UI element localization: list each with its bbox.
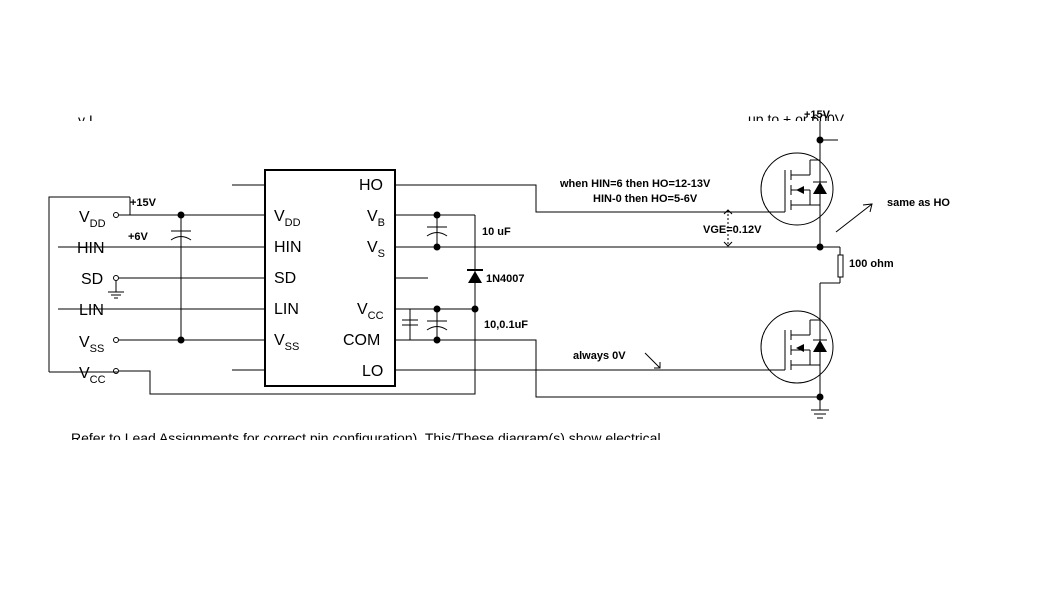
terminal-vss: VSS	[79, 334, 104, 355]
terminal-vcc: VCC	[79, 365, 106, 386]
ic-pin-vcc: VCC	[357, 301, 384, 322]
ic-pin-lin: LIN	[274, 301, 299, 318]
ic-pin-vdd: VDD	[274, 208, 301, 229]
ic-left-pin-lines	[232, 184, 265, 371]
clipped-footer-text: Refer to Lead Assignments for correct pi…	[71, 430, 661, 446]
clipped-header-fragment: y I up to + or 600V	[78, 111, 845, 128]
ic-pin-ho: HO	[359, 177, 383, 194]
bootstrap-capacitor	[426, 226, 448, 237]
ic-pin-vss: VSS	[274, 332, 299, 353]
diode-symbol	[467, 269, 483, 283]
component-labels: 10 uF 1N4007 10,0.1uF	[482, 226, 528, 331]
power-rail	[816, 121, 838, 160]
right-wiring	[395, 184, 820, 398]
svg-text:Refer to Lead Assignments for: Refer to Lead Assignments for correct pi…	[71, 430, 661, 446]
label-resistor: 100 ohm	[849, 258, 894, 270]
terminal-hin: HIN	[77, 240, 105, 257]
label-plus6: +6V	[128, 231, 149, 243]
label-vge: VGE=0.12V	[703, 224, 762, 236]
gate-resistor	[820, 246, 844, 284]
high-side-mosfet	[760, 152, 834, 247]
notes: when HIN=6 then HO=12-13V HIN-0 then HO=…	[559, 109, 950, 362]
label-plus15-top: +15V	[804, 109, 831, 121]
terminal-lin: LIN	[79, 302, 104, 319]
ic-pin-hin: HIN	[274, 239, 302, 256]
svg-text:y I: y I	[78, 112, 93, 128]
label-same-as-ho: same as HO	[887, 197, 950, 209]
label-cap-vb: 10 uF	[482, 226, 511, 238]
annotation-arrows	[644, 203, 873, 369]
label-always-0v: always 0V	[573, 350, 626, 362]
ic-right-pin-labels: HO VB VS VCC COM LO	[343, 177, 385, 380]
note-line-2: HIN-0 then HO=5-6V	[593, 193, 698, 205]
label-plus15-left: +15V	[130, 197, 157, 209]
ic-pin-lo: LO	[362, 363, 383, 380]
ic-pin-vs: VS	[367, 239, 385, 260]
note-line-1: when HIN=6 then HO=12-13V	[559, 178, 711, 190]
ic-pin-sd: SD	[274, 270, 296, 287]
left-terminal-labels: VDD HIN SD LIN VSS VCC	[77, 209, 106, 386]
ic-pin-com: COM	[343, 332, 380, 349]
terminal-circles	[113, 212, 119, 374]
left-wiring	[48, 196, 476, 395]
vcc-capacitors	[402, 319, 448, 331]
ic-left-pin-labels: VDD HIN SD LIN VSS	[274, 208, 302, 353]
ground-symbol	[811, 393, 829, 419]
low-side-mosfet	[760, 283, 834, 410]
svg-text:up to + or 600V: up to + or 600V	[748, 111, 845, 127]
terminal-vdd: VDD	[79, 209, 106, 230]
left-capacitor	[170, 230, 192, 241]
terminal-sd: SD	[81, 271, 103, 288]
label-cap-vcc: 10,0.1uF	[484, 319, 528, 331]
label-diode: 1N4007	[486, 273, 525, 285]
left-supply-labels: +15V +6V	[128, 197, 157, 243]
ic-pin-vb: VB	[367, 208, 385, 229]
